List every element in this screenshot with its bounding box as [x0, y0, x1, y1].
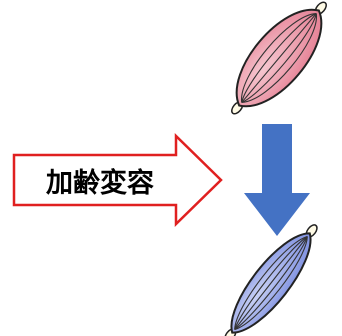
bottom-muscle-fibers — [234, 235, 308, 331]
aged-muscle-icon — [224, 224, 318, 336]
solid-down-arrow-icon — [244, 124, 310, 236]
down-arrow-shape — [244, 124, 310, 236]
top-muscle-belly — [235, 8, 323, 108]
bottom-muscle-belly — [230, 232, 312, 334]
aging-change-label: 加齢変容 — [46, 167, 154, 199]
right-arrow-outline — [12, 133, 223, 227]
top-muscle-fibers — [241, 13, 317, 103]
hollow-right-arrow-icon: 加齢変容 — [12, 133, 223, 227]
young-muscle-icon — [231, 1, 327, 115]
